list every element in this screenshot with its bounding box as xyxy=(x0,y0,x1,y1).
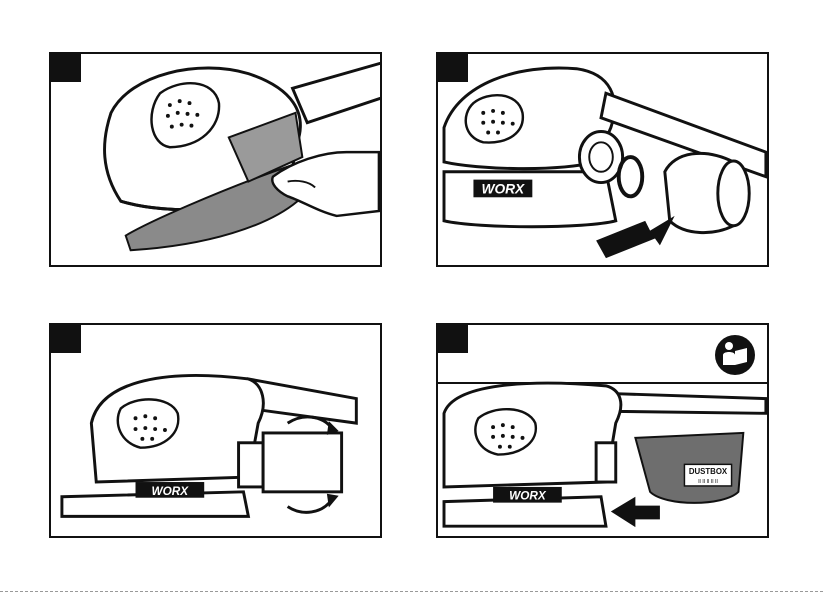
step-panel-3: WORX xyxy=(49,323,382,538)
page-bottom-rule xyxy=(0,591,823,592)
step-badge-4 xyxy=(438,325,468,353)
brand-logo-text: WORX xyxy=(482,181,526,196)
dust-box-label-bottom: ll ll ll ll ll xyxy=(698,479,718,485)
step-badge-1 xyxy=(51,54,81,82)
step-panel-4: WORX DUSTBOX ll ll ll ll ll xyxy=(436,323,769,538)
illustration-attach-adapter: WORX xyxy=(438,54,767,265)
illustration-attach-sandpaper xyxy=(51,54,380,265)
illustration-twist-adapter: WORX xyxy=(51,325,380,536)
brand-logo-text: WORX xyxy=(152,485,190,498)
step-panel-1 xyxy=(49,52,382,267)
step-panel-2: WORX xyxy=(436,52,769,267)
illustration-attach-dustbox: WORX DUSTBOX ll ll ll ll ll xyxy=(438,325,767,536)
dust-box-label-top: DUSTBOX xyxy=(689,467,728,476)
seal-ring xyxy=(619,157,643,196)
brand-logo-text: WORX xyxy=(509,490,547,503)
direction-arrow-icon xyxy=(611,497,660,527)
step-badge-2 xyxy=(438,54,468,82)
step-badge-3 xyxy=(51,325,81,353)
